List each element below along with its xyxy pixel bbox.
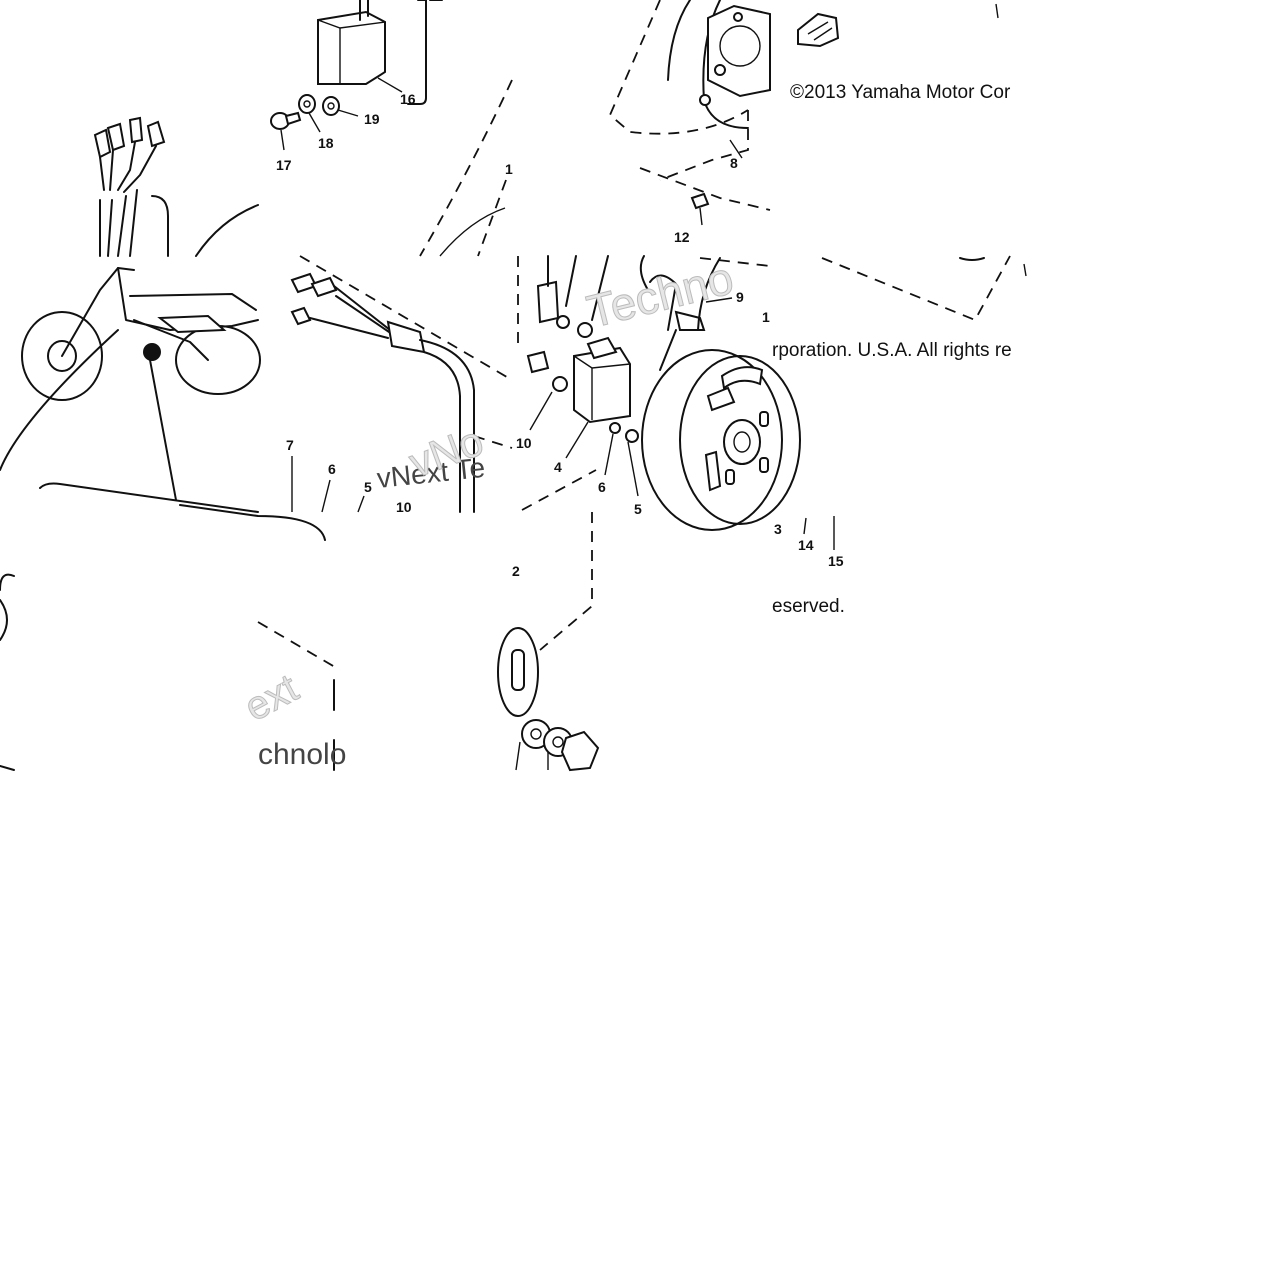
coil-screws — [526, 280, 639, 497]
callout-15: 15 — [828, 553, 844, 569]
callout-2: 2 — [512, 563, 520, 579]
lower-left-fragment — [0, 573, 341, 771]
callout-9: 9 — [736, 289, 744, 305]
rotor-nut-washers — [497, 512, 600, 772]
callout-1b: 1 — [762, 309, 770, 325]
callout-10b: 10 — [396, 499, 412, 515]
callout-6b: 6 — [328, 461, 336, 477]
copyright-line-3: eserved. — [772, 596, 845, 617]
wire-harness-connectors — [93, 79, 513, 257]
callout-6: 6 — [598, 479, 606, 495]
callout-14: 14 — [798, 537, 814, 553]
callout-17: 17 — [276, 157, 292, 173]
ground-connector — [797, 12, 840, 48]
copyright-line-1: ©2013 Yamaha Motor Cor — [790, 82, 1011, 103]
source-coil-lead — [290, 255, 513, 513]
washer-19 — [322, 96, 359, 117]
screw-17 — [270, 111, 302, 151]
callout-1a: 1 — [505, 161, 513, 177]
cdi-unit-group — [317, 0, 443, 105]
callout-5: 5 — [634, 501, 642, 517]
washer-18 — [298, 94, 321, 133]
callout-5b: 5 — [364, 479, 372, 495]
right-fragment-lines — [803, 255, 1027, 550]
copyright-line-2: rporation. U.S.A. All rights re — [772, 340, 1012, 361]
callout-8: 8 — [730, 155, 738, 171]
callout-10: 10 — [516, 435, 532, 451]
callout-labels: 16 19 18 17 8 12 9 10 4 6 5 3 14 15 7 6 … — [276, 91, 844, 579]
watermark-text-2: chnolo — [258, 738, 346, 771]
callout-19: 19 — [364, 111, 380, 127]
callout-7: 7 — [286, 437, 294, 453]
motorcycle-location-icon — [0, 267, 326, 541]
watermark-text-3: ext — [238, 666, 306, 730]
screw-12 — [690, 192, 710, 226]
callout-16: 16 — [400, 91, 416, 107]
flywheel-rotor — [641, 349, 801, 531]
ignition-coil-4 — [565, 336, 631, 459]
stator-plate — [608, 0, 771, 211]
callout-3: 3 — [774, 521, 782, 537]
pickup-9 — [517, 255, 771, 511]
callout-12: 12 — [674, 229, 690, 245]
callout-4: 4 — [554, 459, 562, 475]
callout-18: 18 — [318, 135, 334, 151]
